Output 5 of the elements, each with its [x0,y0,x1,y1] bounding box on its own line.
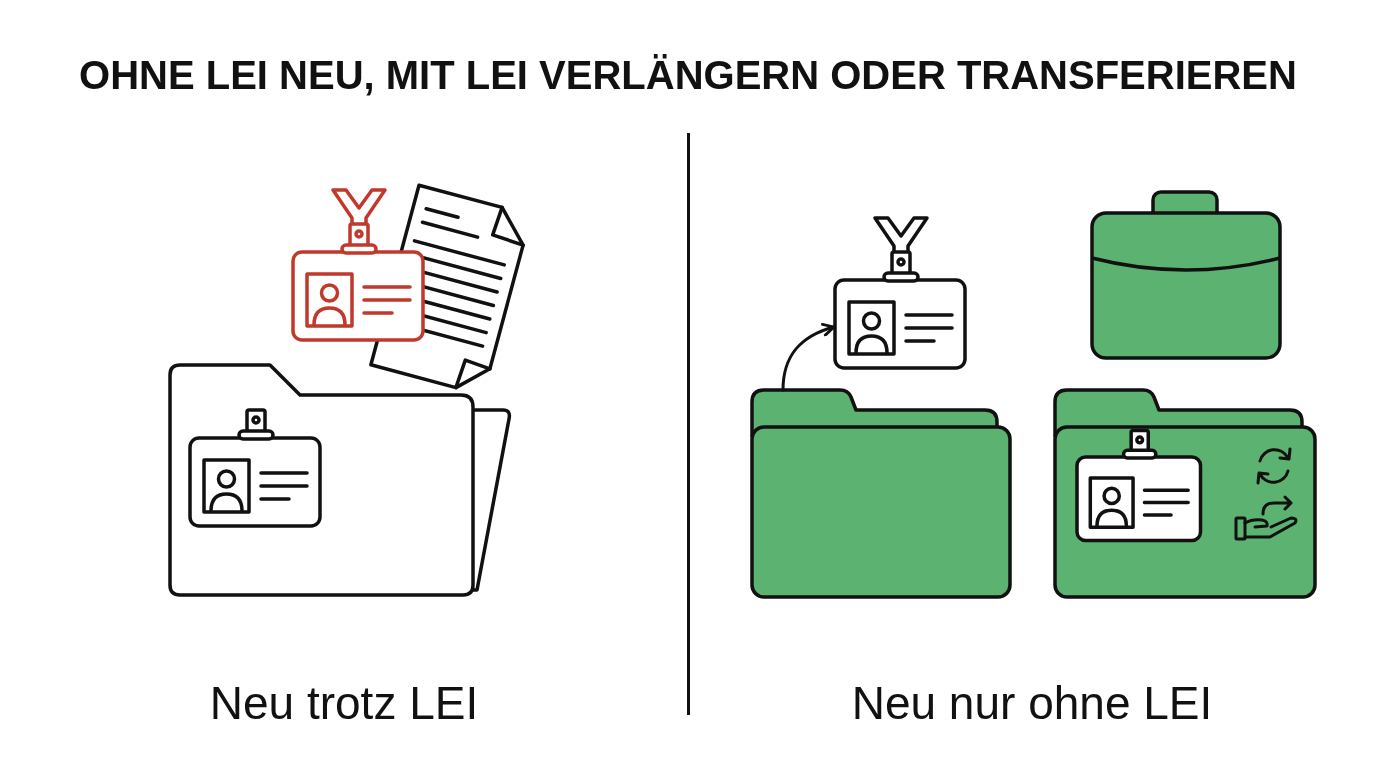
arrow [781,323,836,392]
caption: Neu nur ohne LEI [851,677,1213,729]
title: OHNE LEI NEU, MIT LEI VERLÄNGERN ODER TRANSFERIEREN [79,52,1297,98]
folder-illustration [748,386,1014,601]
caption: Neu trotz LEI [209,677,479,729]
